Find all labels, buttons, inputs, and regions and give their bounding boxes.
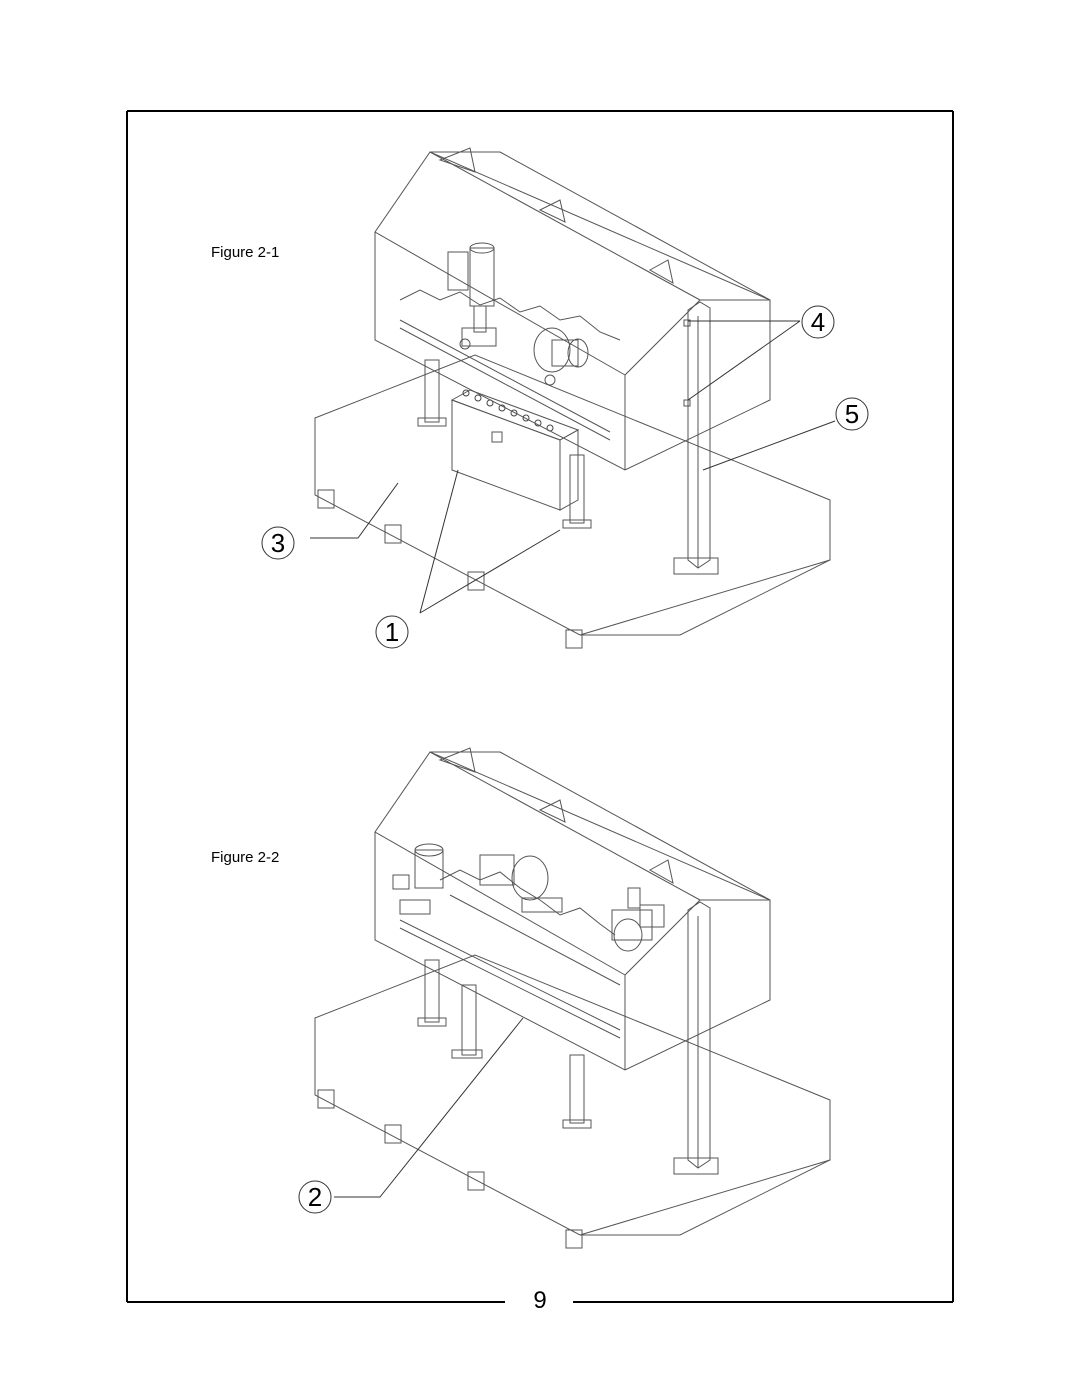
- figure-2-2-caption: Figure 2-2: [211, 849, 280, 866]
- callout-1: 1: [384, 617, 400, 647]
- figure-2-2-leader-lines: [334, 1017, 524, 1198]
- figure-2-1-callout-circles: [261, 305, 869, 649]
- callout-4: 4: [810, 307, 826, 337]
- page-frame: [126, 110, 954, 1303]
- callout-5: 5: [844, 399, 860, 429]
- figure-2-2-illustration: [314, 747, 831, 1249]
- page-number: 9: [533, 1287, 547, 1314]
- figure-2-1-caption: Figure 2-1: [211, 244, 280, 261]
- figure-2-1-illustration: [314, 147, 831, 649]
- callout-2: 2: [307, 1182, 323, 1212]
- figure-2-2-callout-circles: [298, 1180, 332, 1214]
- callout-3: 3: [270, 528, 286, 558]
- figure-2-1-leader-lines: [310, 320, 836, 614]
